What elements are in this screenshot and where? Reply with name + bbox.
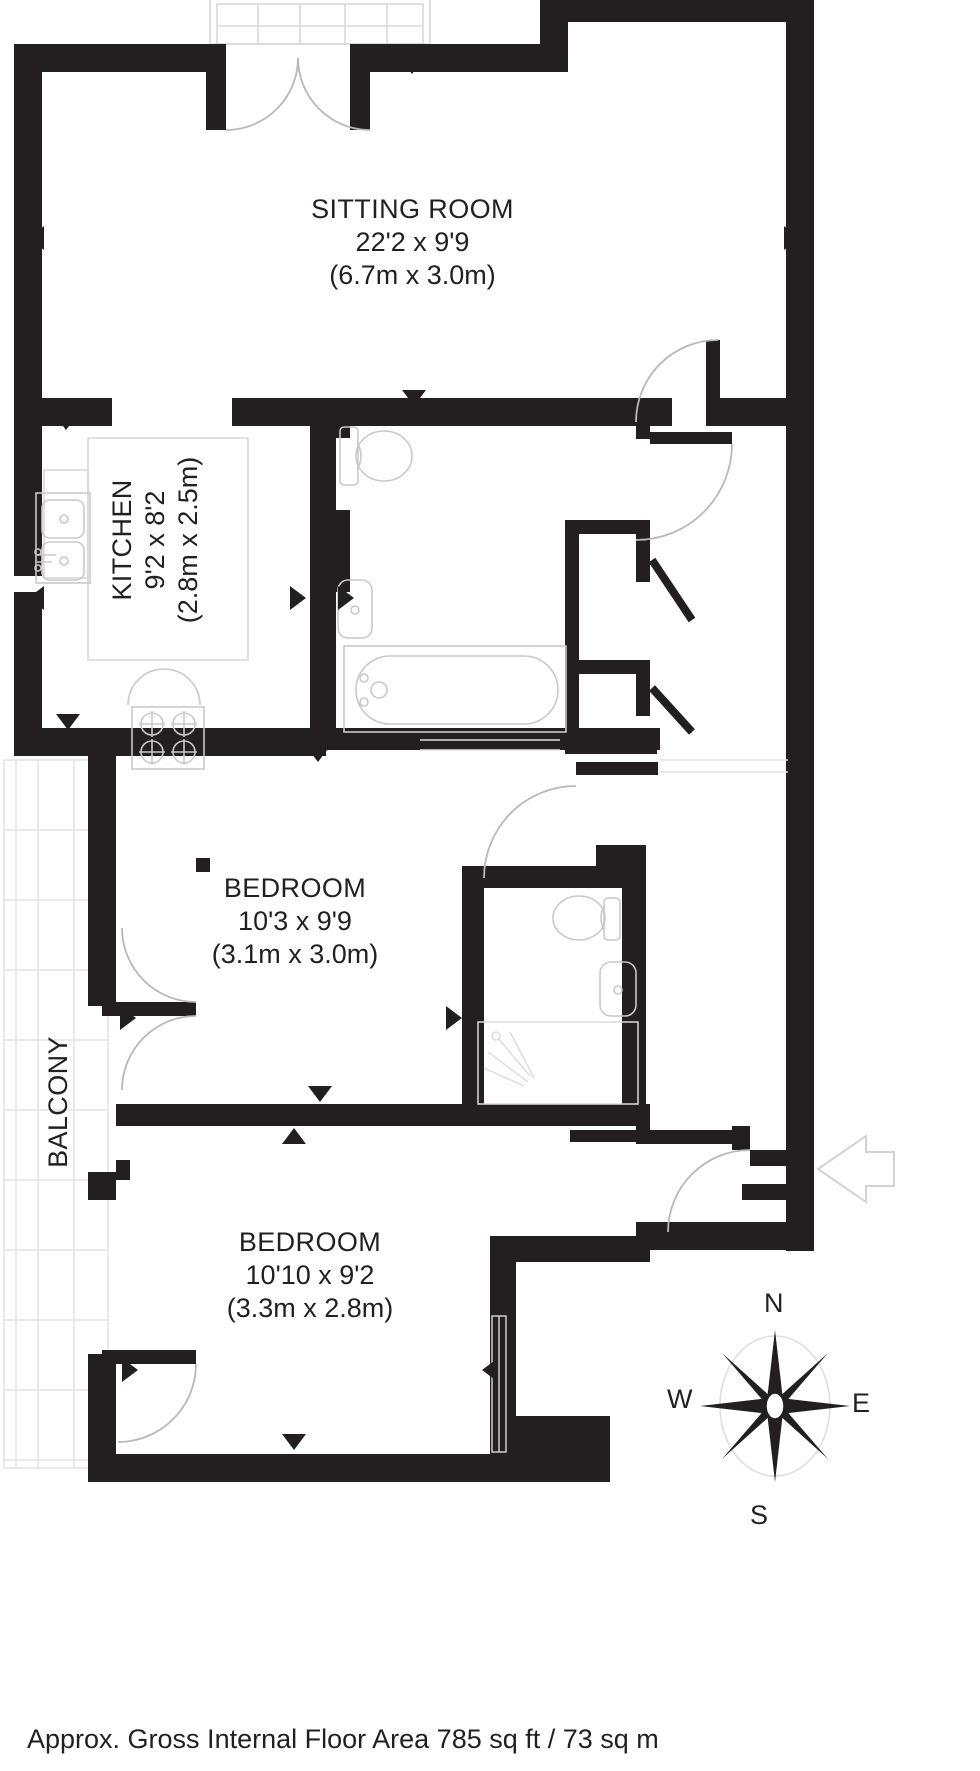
compass-east-label: E [852,1388,871,1418]
ensuite-basin-icon [599,961,637,1017]
bathroom-toilet-icon [339,426,413,486]
sofa-icon [209,0,431,45]
room-label-balcony: BALCONY [43,1036,73,1168]
compass-rose-icon [700,1330,850,1482]
room-dimension-metric: (3.1m x 3.0m) [211,938,379,969]
kitchen-units [43,437,249,661]
room-name: KITCHEN [107,479,137,601]
hall-floor-lines [420,739,788,773]
ensuite-toilet-icon [552,895,621,941]
room-label-sitting-room: SITTING ROOM 22'2 x 9'9 (6.7m x 3.0m) [240,193,585,292]
room-label-bedroom-2: BEDROOM 10'10 x 9'2 (3.3m x 2.8m) [140,1226,480,1325]
walls [14,0,814,1482]
room-dimension-metric: (2.8m x 2.5m) [172,456,203,624]
room-label-kitchen: KITCHEN 9'2 x 8'2 (2.8m x 2.5m) [106,420,205,660]
room-name: SITTING ROOM [311,194,514,224]
room-dimension-metric: (6.7m x 3.0m) [329,259,496,290]
room-dimension-imperial: 22'2 x 9'9 [355,226,470,257]
shower-tray-icon [477,1021,639,1105]
room-dimension-imperial: 10'10 x 9'2 [245,1259,375,1290]
kitchen-hob-icon [127,668,205,770]
room-dimension-metric: (3.3m x 2.8m) [226,1292,394,1323]
bathtub-icon [343,645,567,733]
door-leaves [648,557,696,735]
window-bedroom-2 [491,1315,507,1453]
entrance-arrow-icon [816,1134,895,1204]
compass-south-label: S [750,1500,769,1530]
extent-arrows [28,58,800,1450]
room-label-bedroom-1: BEDROOM 10'3 x 9'9 (3.1m x 3.0m) [130,872,460,971]
room-dimension-imperial: 10'3 x 9'9 [238,905,352,936]
room-name: BEDROOM [223,873,367,903]
floor-area-footer: Approx. Gross Internal Floor Area 785 sq… [27,1724,659,1754]
compass-north-label: N [764,1288,784,1318]
room-name: BEDROOM [238,1227,382,1257]
compass-west-label: W [667,1384,693,1414]
kitchen-sink-icon [34,492,91,584]
room-dimension-imperial: 9'2 x 8'2 [139,490,170,590]
